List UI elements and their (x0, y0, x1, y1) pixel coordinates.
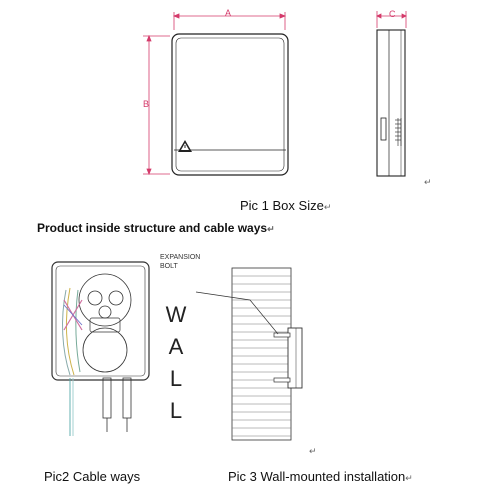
dimension-a-label: A (225, 8, 232, 18)
dimension-c-line (376, 11, 407, 28)
box-front-view (171, 33, 289, 176)
wall-mounted-drawing (195, 267, 303, 441)
return-mark: ↵ (309, 446, 317, 456)
wall-letters: W A L L (164, 302, 188, 424)
pic3-caption: Pic 3 Wall-mounted installation↵ (228, 469, 413, 484)
wall-letter: L (169, 366, 183, 391)
section-heading: Product inside structure and cable ways↵ (37, 221, 275, 235)
wall-letter: W (165, 302, 187, 327)
dimension-b-line (143, 34, 170, 176)
pic1-caption: Pic 1 Box Size↵ (240, 198, 332, 213)
dimension-b-label: B (143, 99, 150, 109)
return-mark: ↵ (424, 177, 432, 187)
pic2-caption: Pic2 Cable ways (44, 469, 141, 484)
expansion-bolt-label: EXPANSION BOLT (160, 254, 201, 270)
dimension-a-line (172, 12, 287, 30)
cable-ways-drawing (51, 261, 150, 436)
dimension-c-label: C (389, 9, 396, 19)
wall-letter: A (168, 334, 184, 359)
wall-letter: L (169, 398, 183, 423)
box-side-view (376, 29, 406, 177)
